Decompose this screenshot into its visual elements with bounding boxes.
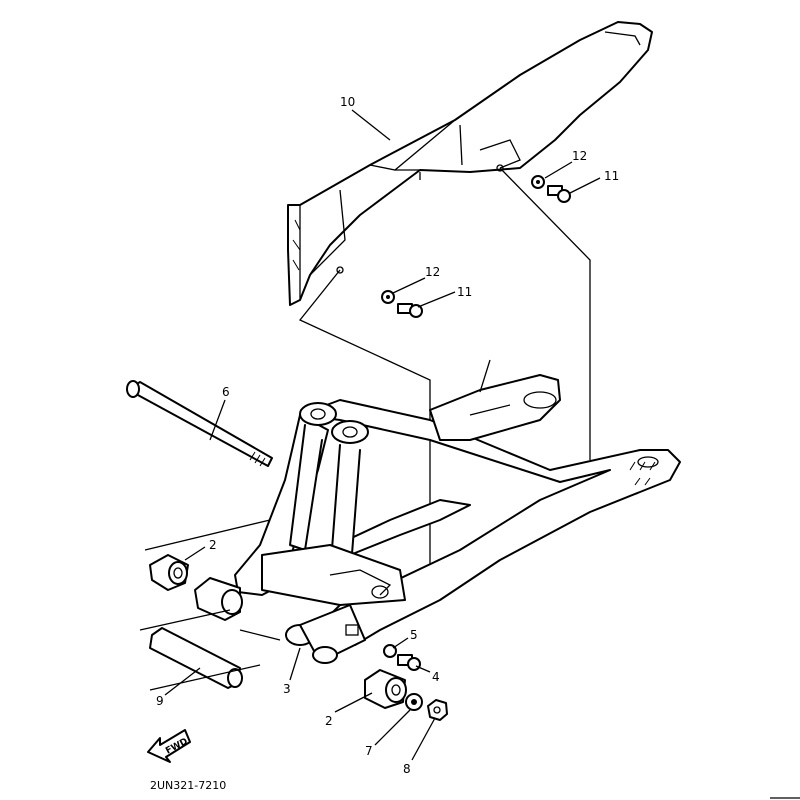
- washer-part: [531, 175, 545, 189]
- screw-part: [547, 185, 571, 203]
- bush-part: [364, 669, 407, 709]
- callout-9: 9: [156, 694, 164, 708]
- washer-part: [405, 693, 423, 711]
- drawing-code: 2UN321-7210: [150, 779, 226, 792]
- collar-part: [139, 609, 281, 691]
- nut-part: [427, 699, 448, 721]
- callout-11: 11: [457, 285, 472, 299]
- callout-3: 3: [283, 682, 291, 696]
- callout-8: 8: [403, 762, 411, 776]
- assembly-guide-lines: [298, 167, 591, 590]
- swingarm-part: [234, 359, 681, 664]
- callout-7: 7: [365, 744, 373, 758]
- callout-10: 10: [340, 95, 355, 109]
- callout-12: 12: [572, 149, 587, 163]
- pivot-shaft-part: [126, 380, 273, 467]
- bush-part: [194, 577, 243, 621]
- callout-11: 11: [604, 169, 619, 183]
- screw-part: [397, 303, 423, 318]
- callout-2: 2: [325, 714, 333, 728]
- guide-line: [144, 519, 271, 551]
- fwd-arrow-icon: FWD: [147, 729, 191, 763]
- leader-lines: [164, 109, 601, 761]
- callout-5: 5: [410, 628, 418, 642]
- callout-2: 2: [209, 538, 217, 552]
- bolt-part: [397, 654, 421, 671]
- callout-6: 6: [222, 385, 230, 399]
- washer-part: [381, 290, 395, 304]
- bush-part: [149, 554, 189, 591]
- chain-guard-part: [287, 21, 653, 306]
- callout-12: 12: [425, 265, 440, 279]
- callout-4: 4: [432, 670, 440, 684]
